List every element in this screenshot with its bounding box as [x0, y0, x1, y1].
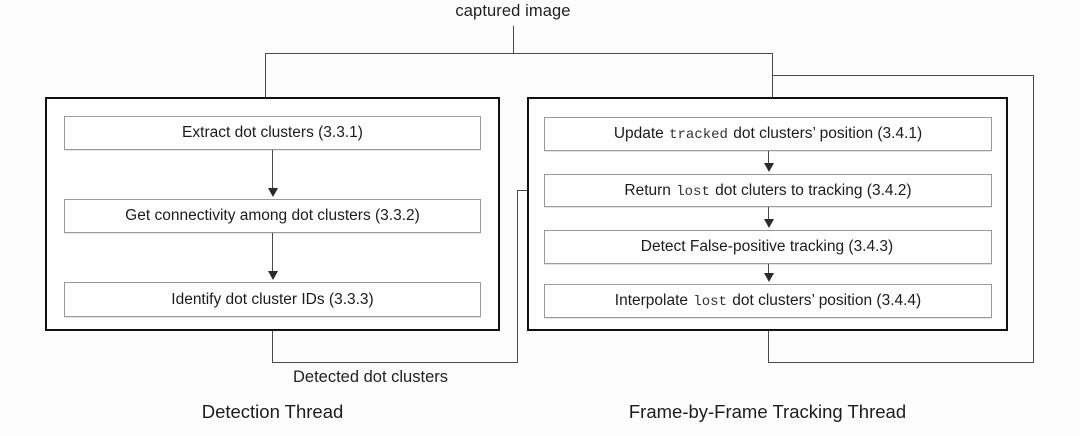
step-interpolate-lost-position[interactable]: Interpolate lost dot clusters’ position … [544, 284, 992, 318]
step-3-4-2-suffix: dot cluters to tracking (3.4.2) [710, 181, 912, 199]
arrowhead-3-4-2 [764, 163, 774, 172]
step-3-4-4-suffix: dot clusters’ position (3.4.4) [727, 292, 922, 309]
connector-feedback-right [1033, 75, 1034, 363]
step-3-4-1-keyword: tracked [669, 127, 728, 143]
step-extract-dot-clusters[interactable]: Extract dot clusters (3.3.1) [64, 116, 481, 150]
connector-feedback-bottom [768, 362, 1034, 363]
connector-detected-riser [517, 190, 518, 363]
connector-3-4-1-to-3-4-2 [768, 151, 769, 165]
step-3-4-4-prefix: Interpolate [614, 292, 693, 309]
step-label-3-4-3: Detect False-positive tracking (3.4.3) [641, 238, 895, 256]
step-label-3-4-1: Update tracked dot clusters’ position (3… [614, 125, 922, 143]
connector-feedback-stem [768, 318, 769, 363]
step-label-3-4-4: Interpolate lost dot clusters’ position … [615, 292, 921, 310]
step-3-4-2-keyword: lost [676, 183, 710, 200]
step-3-4-3-keyword [893, 240, 895, 256]
step-get-connectivity[interactable]: Get connectivity among dot clusters (3.3… [64, 199, 481, 233]
connector-feedback-top [772, 75, 1034, 76]
step-detect-false-positive-tracking[interactable]: Detect False-positive tracking (3.4.3) [544, 230, 992, 264]
connector-to-tracking [772, 53, 773, 107]
connector-to-detection [265, 53, 266, 106]
step-label-3-4-2: Return lost dot cluters to tracking (3.4… [624, 182, 911, 200]
tracking-thread-title: Frame-by-Frame Tracking Thread [628, 401, 907, 422]
step-3-4-3-prefix: Detect False-positive tracking (3.4.3) [640, 238, 894, 255]
connector-3-4-3-to-3-4-4 [768, 264, 769, 276]
arrowhead-3-4-4 [764, 273, 774, 282]
step-label-3-3-2: Get connectivity among dot clusters (3.3… [125, 207, 420, 224]
step-3-4-4-keyword: lost [693, 294, 727, 310]
connector-detected-bottom [272, 362, 518, 363]
step-identify-dot-cluster-ids[interactable]: Identify dot cluster IDs (3.3.3) [64, 282, 481, 317]
connector-top-splitter [265, 53, 773, 54]
step-3-4-1-suffix: dot clusters’ position (3.4.1) [728, 125, 923, 142]
step-return-lost-clusters[interactable]: Return lost dot cluters to tracking (3.4… [544, 174, 992, 207]
step-3-4-1-prefix: Update [613, 125, 669, 142]
connector-3-3-1-to-3-3-2 [272, 150, 273, 190]
connector-detected-stem [272, 317, 273, 363]
step-update-tracked-position[interactable]: Update tracked dot clusters’ position (3… [544, 117, 992, 151]
arrowhead-3-3-3 [268, 271, 278, 280]
step-label-3-3-3: Identify dot cluster IDs (3.3.3) [171, 290, 374, 308]
connector-3-4-2-to-3-4-3 [768, 207, 769, 221]
detected-dot-clusters-label: Detected dot clusters [293, 368, 448, 386]
captured-image-label: captured image [455, 2, 571, 20]
connector-captured-image-stem [513, 26, 514, 54]
arrowhead-3-4-3 [764, 219, 774, 228]
detection-thread-title: Detection Thread [201, 401, 344, 422]
step-label-3-3-1: Extract dot clusters (3.3.1) [182, 124, 363, 141]
arrowhead-3-3-2 [268, 188, 278, 197]
step-3-4-2-prefix: Return [624, 181, 676, 199]
connector-3-3-2-to-3-3-3 [272, 233, 273, 273]
